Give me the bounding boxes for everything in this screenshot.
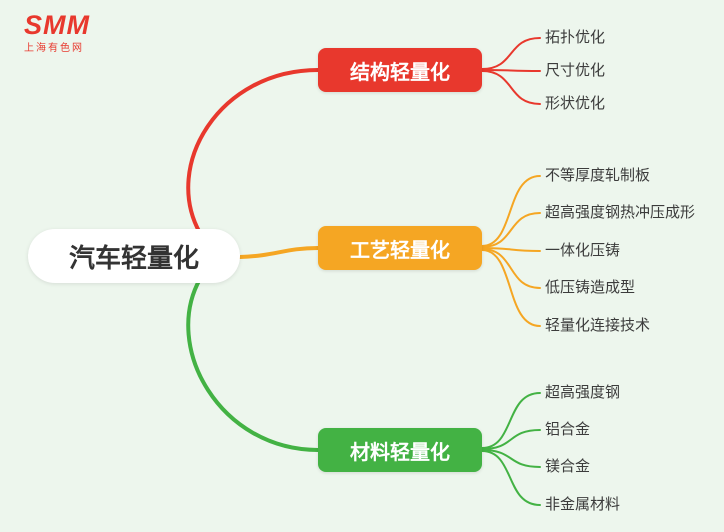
leaf-topic[interactable]: 非金属材料 [545,496,621,513]
twig-connector [481,247,541,252]
twig-connector [481,248,541,289]
twig-connector [481,392,541,449]
branch-node-structure[interactable]: 结构轻量化 [318,48,482,92]
twig-connector [481,37,541,70]
leaf-topic[interactable]: 超高强度钢 [545,384,621,401]
branch-node-material[interactable]: 材料轻量化 [318,428,482,472]
twig-connector [481,450,541,506]
trunk-connector-process [238,246,320,259]
root-node-auto-lightweighting[interactable]: 汽车轻量化 [28,229,240,283]
trunk-connector-structure [186,68,320,235]
leaf-topic[interactable]: 超高强度钢热冲压成形 [545,204,696,221]
smm-logo-text: SMM [24,10,90,40]
twig-connector [481,249,541,327]
smm-logo: SMM 上海有色网 [24,10,90,55]
leaf-topic[interactable]: 不等厚度轧制板 [545,167,651,184]
twig-connector [481,449,541,468]
leaf-topic[interactable]: 铝合金 [545,421,591,438]
leaf-topic[interactable]: 一体化压铸 [545,242,621,259]
branch-node-process[interactable]: 工艺轻量化 [318,226,482,270]
leaf-topic[interactable]: 低压铸造成型 [545,279,636,296]
leaf-topic[interactable]: 拓扑优化 [545,29,606,46]
trunk-connector-material [186,277,320,452]
twig-connector [481,70,541,105]
leaf-topic[interactable]: 尺寸优化 [545,62,606,79]
leaf-topic[interactable]: 形状优化 [545,95,606,112]
leaf-topic[interactable]: 轻量化连接技术 [545,317,651,334]
smm-logo-subtitle: 上海有色网 [24,43,84,54]
twig-connector [481,212,541,248]
leaf-topic[interactable]: 镁合金 [545,458,591,475]
twig-connector [481,175,541,247]
twig-connector [481,69,541,72]
twig-connector [481,429,541,450]
